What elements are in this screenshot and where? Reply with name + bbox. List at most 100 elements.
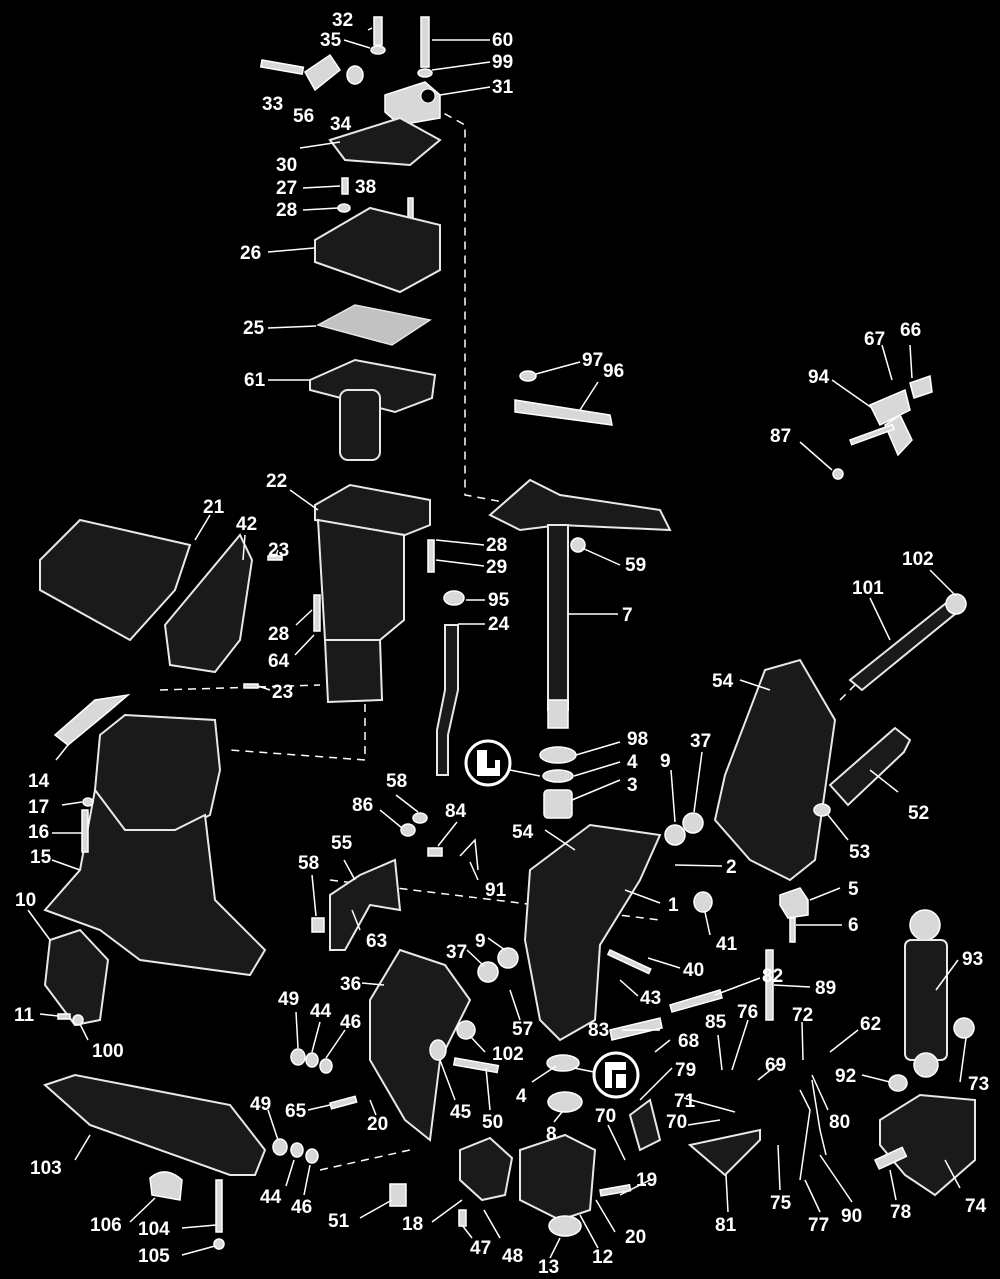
callout-label-46: 46 [291,1197,312,1218]
callout-label-59: 59 [625,555,646,576]
callout-label-99: 99 [492,52,513,73]
shock-absorber-93 [904,909,948,1078]
bushing-41 [693,891,713,913]
bushing-73 [953,1017,975,1039]
callout-label-2: 2 [726,857,737,878]
callout-label-64: 64 [268,651,290,672]
bushing-9-right [664,824,686,846]
lower-cover-103 [43,1073,267,1176]
callout-label-28: 28 [268,624,289,645]
callout-label-70: 70 [595,1106,616,1127]
callout-label-52: 52 [908,803,929,824]
callout-label-76: 76 [737,1002,758,1023]
callout-label-86: 86 [352,795,373,816]
callout-label-36: 36 [340,974,361,995]
bracket-96 [514,370,613,426]
link-82 [669,989,723,1013]
plate-83 [609,1017,663,1041]
callout-label-25: 25 [243,318,265,339]
callout-label-74: 74 [965,1196,987,1217]
callout-label-102: 102 [902,549,934,570]
washer-28-top [337,203,351,213]
callout-label-27: 27 [276,178,297,199]
bracket-74 [879,1093,976,1197]
bolt-19 [599,1183,632,1197]
callout-label-96: 96 [603,361,624,382]
cover-plate-10 [43,928,110,1027]
steering-arm-7 [488,478,672,729]
block-5 [779,887,809,919]
pin-40 [606,949,652,975]
callout-label-65: 65 [285,1101,307,1122]
leader-lines [27,27,967,1259]
callout-label-71: 71 [674,1091,696,1112]
screw-6 [789,917,796,943]
clip-47 [458,1209,467,1227]
screw-11 [57,1013,71,1020]
washer-37-left [477,961,499,983]
lever-81 [687,1128,761,1177]
callout-label-9: 9 [475,931,486,952]
callout-label-8: 8 [546,1124,557,1145]
plate-51 [389,1183,407,1207]
callout-label-4: 4 [627,752,638,773]
callout-label-50: 50 [482,1112,503,1133]
callout-label-6: 6 [848,915,859,936]
screw-58-lower [311,917,325,933]
callout-label-69: 69 [765,1055,786,1076]
callout-label-5: 5 [848,879,859,900]
assembly-line-tiltrod [839,684,856,701]
bolt-29 [427,539,435,573]
callout-label-33: 33 [262,94,283,115]
callout-label-75: 75 [770,1193,792,1214]
callout-label-66: 66 [900,320,921,341]
gasket-25 [315,304,432,346]
callout-label-90: 90 [841,1206,862,1227]
callout-label-13: 13 [538,1257,559,1278]
callout-label-14: 14 [28,771,50,792]
screw-23-top [267,555,283,561]
bracket-18 [459,1136,514,1202]
callout-label-31: 31 [492,77,514,98]
bolt-60 [417,16,433,78]
callout-label-79: 79 [675,1060,696,1081]
water-tube-24 [436,624,459,776]
washer-37-right [682,812,704,834]
callout-label-100: 100 [92,1041,124,1062]
callout-label-3: 3 [627,775,638,796]
callout-label-80: 80 [829,1112,850,1133]
callout-label-94: 94 [808,367,830,388]
lubricant-symbol-badge-lower [573,1051,640,1099]
callout-label-28: 28 [276,200,297,221]
assembly-line-steering [419,99,521,506]
clip-84 [427,847,443,857]
bushing-92 [888,1074,908,1092]
callout-label-38: 38 [355,177,376,198]
assembly-line-exhaust [229,690,366,761]
bolt-104 [215,1179,223,1233]
callout-label-23: 23 [272,682,293,703]
callout-label-70: 70 [666,1112,687,1133]
bolt-65 [329,1095,358,1110]
callout-label-17: 17 [28,797,49,818]
cover-21 [39,518,192,642]
callout-label-37: 37 [690,731,711,752]
callout-label-83: 83 [588,1020,609,1041]
pin-78 [874,1146,908,1171]
callout-label-10: 10 [15,890,36,911]
callout-label-16: 16 [28,822,49,843]
assembly-line-midsection [159,684,321,691]
pad-106 [149,1171,183,1201]
washer-44-upper [305,1052,319,1068]
spring-91 [459,838,479,871]
callout-label-58: 58 [298,853,319,874]
upper-mount-26 [314,206,441,294]
callout-label-19: 19 [636,1170,657,1191]
screw-58-upper [412,812,428,824]
callout-label-56: 56 [293,106,314,127]
washer-86 [400,823,416,837]
callout-label-44: 44 [260,1187,282,1208]
callout-label-98: 98 [627,729,648,750]
